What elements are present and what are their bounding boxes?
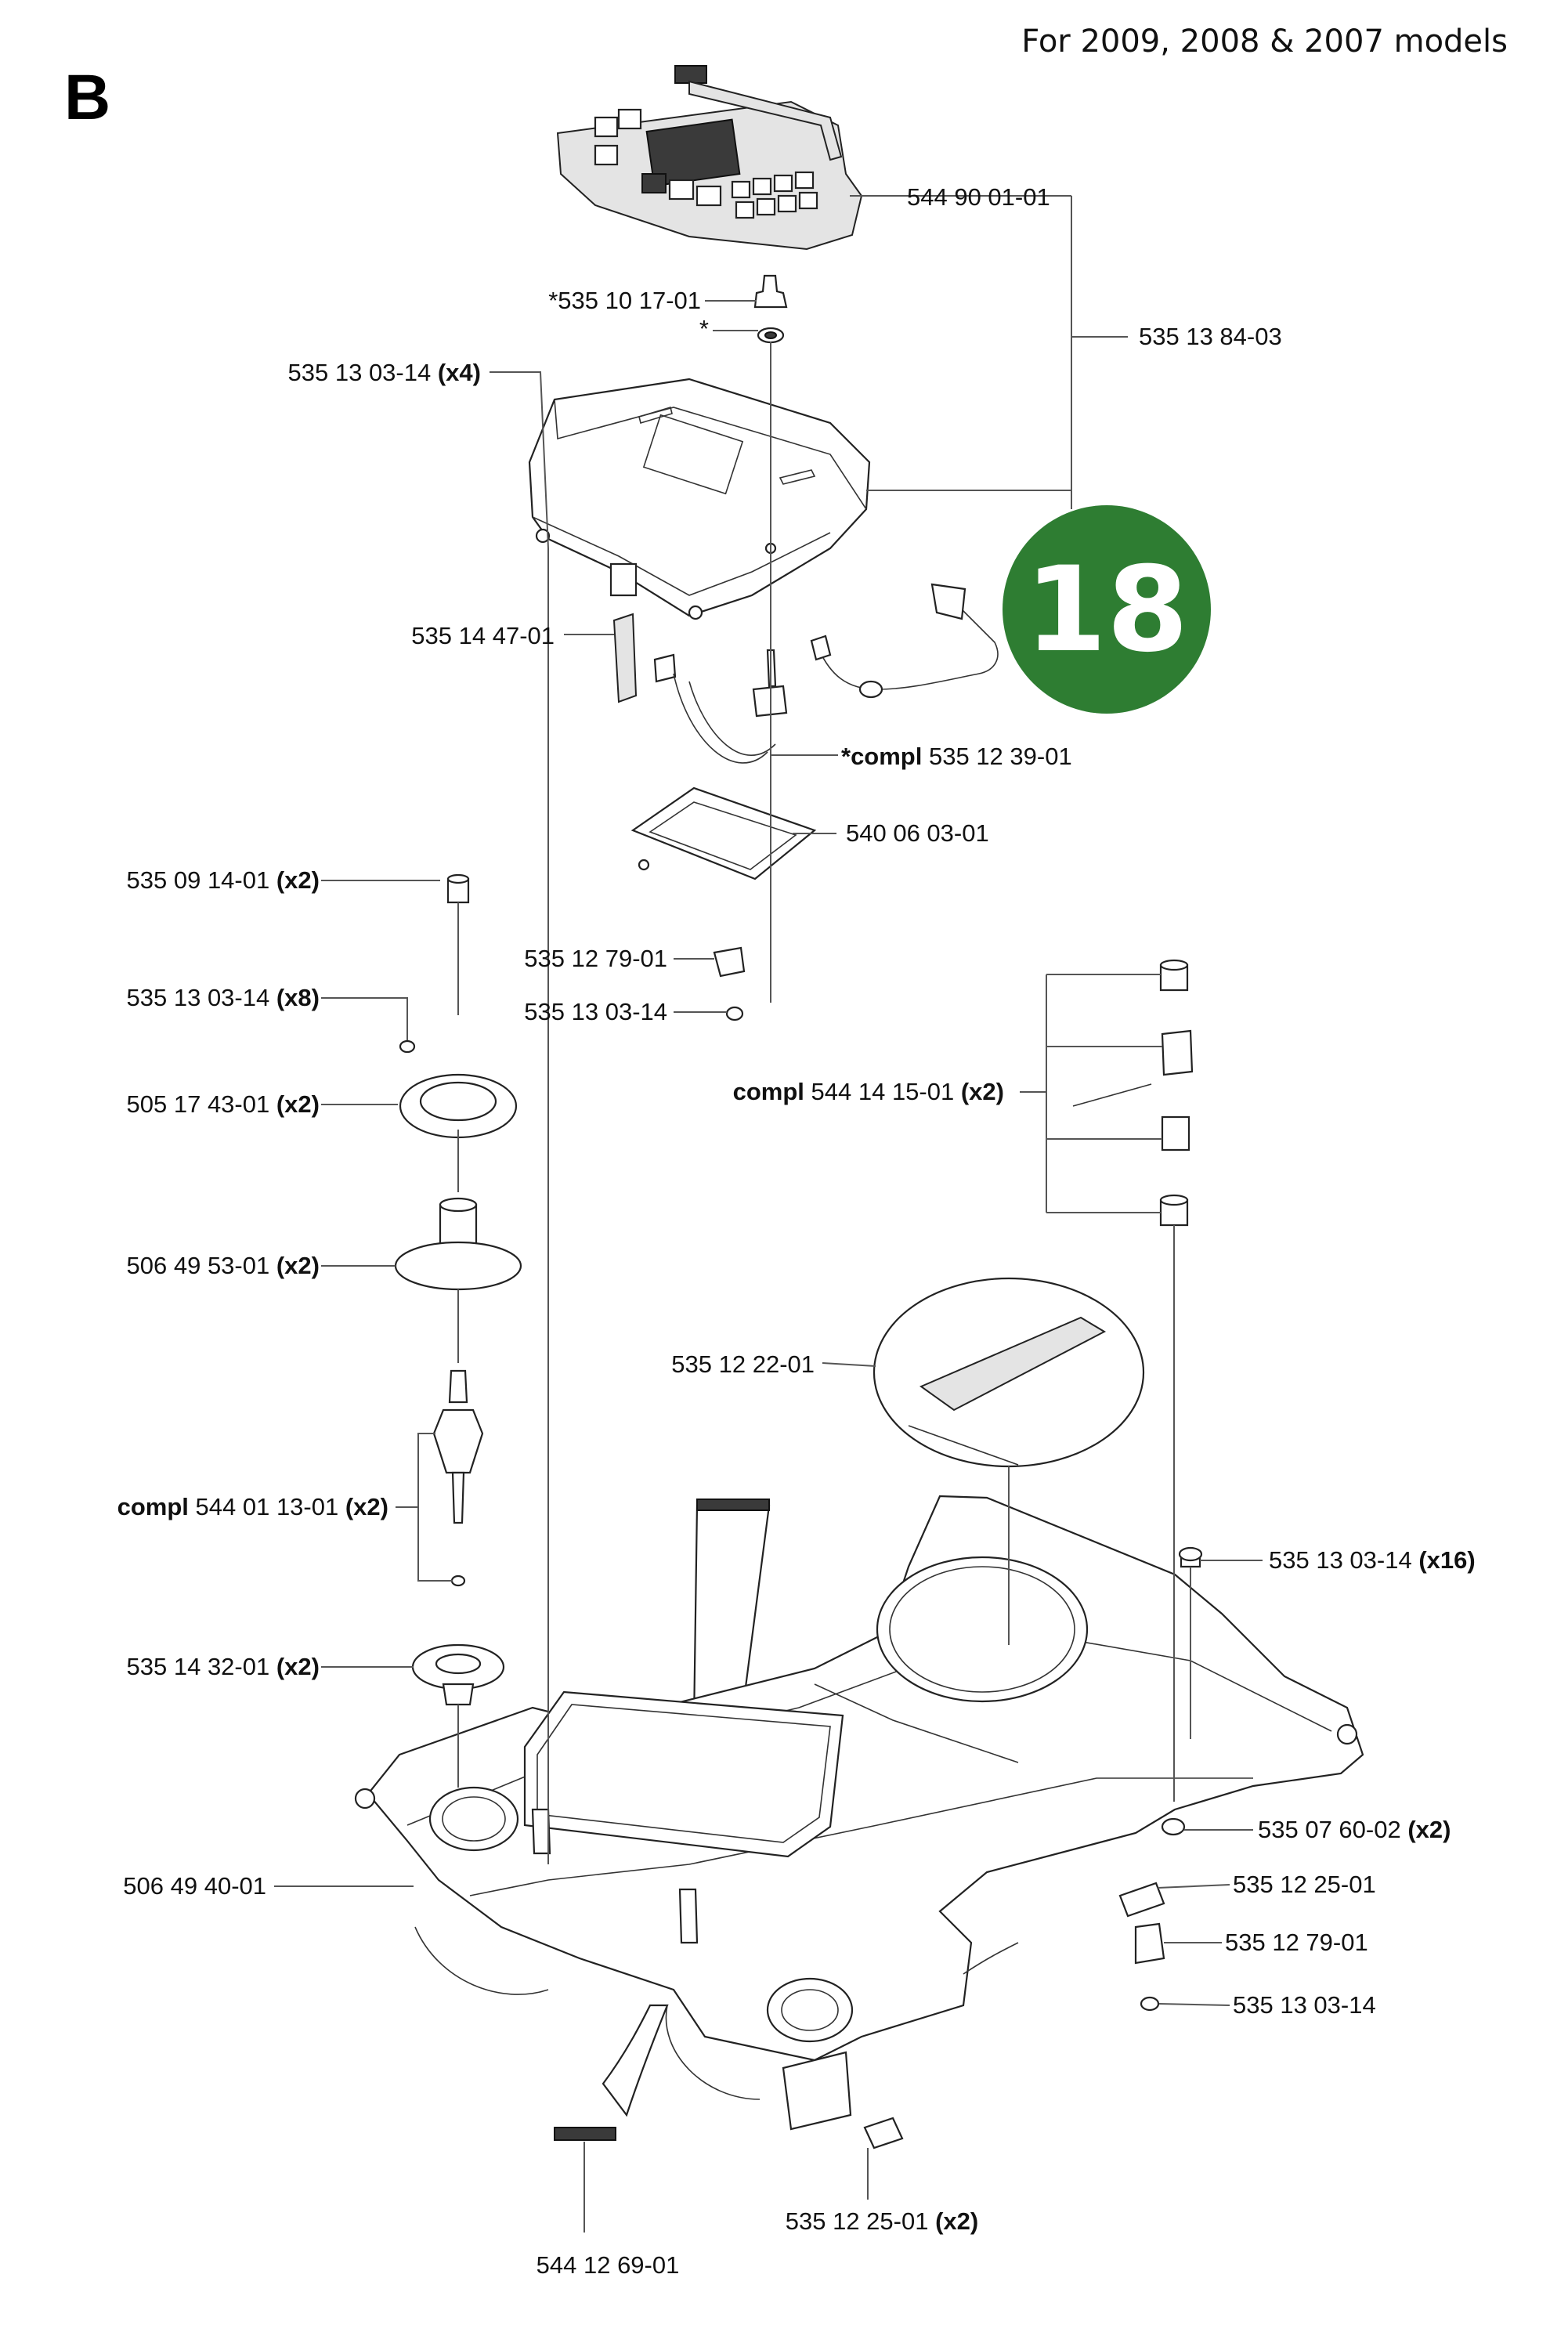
label-circuit-board[interactable]: 540 06 03-01 <box>846 819 989 847</box>
keypad-overlay-part <box>556 65 863 251</box>
label-clip-upper[interactable]: 535 12 79-01 <box>524 945 667 972</box>
clip-part <box>713 946 746 1021</box>
section-letter: B <box>64 62 110 133</box>
label-ribbon-cable[interactable]: 544 12 69-01 <box>537 2251 680 2279</box>
label-top-cover-kit[interactable]: 535 13 84-03 <box>1139 323 1282 350</box>
left-stack-parts <box>394 873 522 1706</box>
harness-part <box>810 583 999 699</box>
label-sensor-tag[interactable]: 535 12 25-01 <box>1233 1871 1376 1898</box>
knob-part <box>753 274 788 344</box>
label-washer[interactable]: * <box>699 315 709 342</box>
top-cover-part <box>528 378 871 620</box>
round-cover-part <box>873 1277 1145 1468</box>
label-seal-x2[interactable]: 535 14 32-01 (x2) <box>127 1653 320 1680</box>
parts-drawing <box>354 65 1364 2149</box>
label-chassis[interactable]: 506 49 40-01 <box>123 1872 266 1900</box>
label-bushing-x2[interactable]: 506 49 53-01 (x2) <box>127 1252 320 1279</box>
label-screw-upper[interactable]: 535 13 03-14 <box>524 998 667 1025</box>
label-screw-lower[interactable]: 535 13 03-14 <box>1233 1991 1376 2019</box>
label-round-cover[interactable]: 535 12 22-01 <box>671 1350 815 1378</box>
badge-circle <box>1003 505 1211 714</box>
circuit-board-part <box>630 786 817 880</box>
sensor-wires <box>414 1926 1019 2100</box>
label-screw-x4[interactable]: 535 13 03-14 (x4) <box>288 359 481 386</box>
keypad-buttons <box>641 171 818 219</box>
label-screw-x8[interactable]: 535 13 03-14 (x8) <box>127 984 320 1011</box>
label-ring-x2[interactable]: 505 17 43-01 (x2) <box>127 1090 320 1118</box>
switch-part <box>673 649 788 764</box>
page-reference-badge[interactable]: 18 <box>1003 505 1211 714</box>
badge-number: 18 <box>1025 542 1189 678</box>
label-sensor-tag-x2[interactable]: 535 12 25-01 (x2) <box>786 2207 978 2235</box>
leader-lines <box>274 195 1263 2232</box>
small-parts-lower-right <box>863 1546 1203 2149</box>
right-stack-parts <box>1072 959 1194 1227</box>
label-collision-sensor-kit[interactable]: compl 544 01 13-01 (x2) <box>117 1493 388 1520</box>
label-keypad-overlay[interactable]: 544 90 01-01 <box>907 183 1050 211</box>
label-connector[interactable]: 535 14 47-01 <box>411 622 555 649</box>
chassis-part <box>354 1495 1364 2131</box>
label-switch[interactable]: *compl 535 12 39-01 <box>841 743 1072 770</box>
connector-part <box>612 613 677 703</box>
label-knob[interactable]: *535 10 17-01 <box>548 287 701 314</box>
label-lift-sensor-kit[interactable]: compl 544 14 15-01 (x2) <box>733 1078 1004 1105</box>
label-screw-x16[interactable]: 535 13 03-14 (x16) <box>1269 1546 1476 1574</box>
models-note: For 2009, 2008 & 2007 models <box>1021 24 1508 60</box>
part-labels: 544 90 01-01 *535 10 17-01 * 535 13 84-0… <box>117 183 1476 2279</box>
label-clip-lower[interactable]: 535 12 79-01 <box>1225 1929 1368 1956</box>
label-nut-x2[interactable]: 535 07 60-02 (x2) <box>1258 1816 1451 1843</box>
label-spacer-x2[interactable]: 535 09 14-01 (x2) <box>127 866 320 894</box>
